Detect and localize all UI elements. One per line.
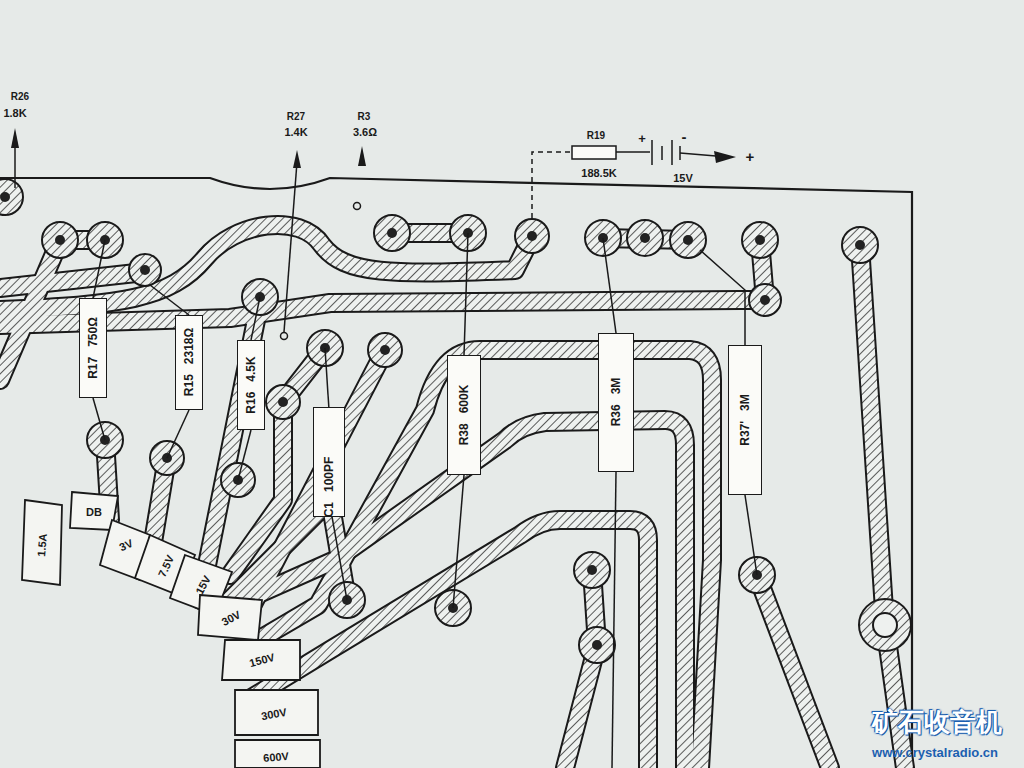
- range-label: DB: [86, 506, 102, 518]
- part-text: R37' 3M: [738, 389, 752, 451]
- polarity-mark: +: [746, 148, 755, 165]
- part-text: R38 600K: [457, 380, 471, 451]
- part-value: 750Ω: [86, 317, 100, 347]
- resistor-body: R37' 3M: [728, 345, 762, 495]
- part-name: R19: [587, 130, 605, 141]
- part-value: 3.6Ω: [353, 126, 377, 138]
- part-text: R15 2318Ω: [182, 323, 196, 401]
- part-text: R17 750Ω: [86, 312, 100, 384]
- part-name: C1: [322, 502, 336, 517]
- part-name: R26: [11, 91, 29, 102]
- part-value: 600K: [457, 385, 471, 414]
- range-label: 600V: [263, 750, 290, 764]
- part-text: R36 3M: [609, 373, 623, 432]
- part-value: 1.4K: [284, 126, 307, 138]
- watermark-url: www.crystalradio.cn: [872, 745, 998, 760]
- part-text: R16 4.5K: [244, 351, 258, 418]
- part-value: 2318Ω: [182, 328, 196, 364]
- resistor-body: R15 2318Ω: [175, 315, 203, 410]
- part-name: R15: [182, 374, 196, 396]
- part-name: R17: [86, 357, 100, 379]
- part-name: R16: [244, 392, 258, 414]
- part-name: R36: [609, 404, 623, 426]
- part-name: R37': [738, 421, 752, 446]
- part-text: C1 100PF: [322, 452, 336, 523]
- part-name: R27: [287, 111, 305, 122]
- part-value: 4.5K: [244, 356, 258, 381]
- part-value: 3M: [609, 378, 623, 395]
- part-value: 1.8K: [3, 107, 26, 119]
- part-name: R38: [457, 423, 471, 445]
- polarity-mark: +: [638, 131, 646, 146]
- polarity-mark: -: [682, 128, 687, 145]
- resistor-body: R38 600K: [447, 355, 481, 475]
- watermark: 矿石收音机: [872, 705, 1002, 740]
- part-value: 100PF: [322, 457, 336, 492]
- resistor-body: R36 3M: [598, 333, 634, 472]
- resistor-body: R17 750Ω: [79, 298, 107, 398]
- part-value: 3M: [738, 394, 752, 411]
- voltage-label: 15V: [673, 172, 693, 184]
- resistor-body: C1 100PF: [313, 407, 345, 518]
- resistor-body: R16 4.5K: [237, 340, 265, 430]
- part-value: 188.5K: [581, 167, 616, 179]
- range-label: 1.5A: [35, 533, 49, 557]
- part-name: R3: [358, 111, 371, 122]
